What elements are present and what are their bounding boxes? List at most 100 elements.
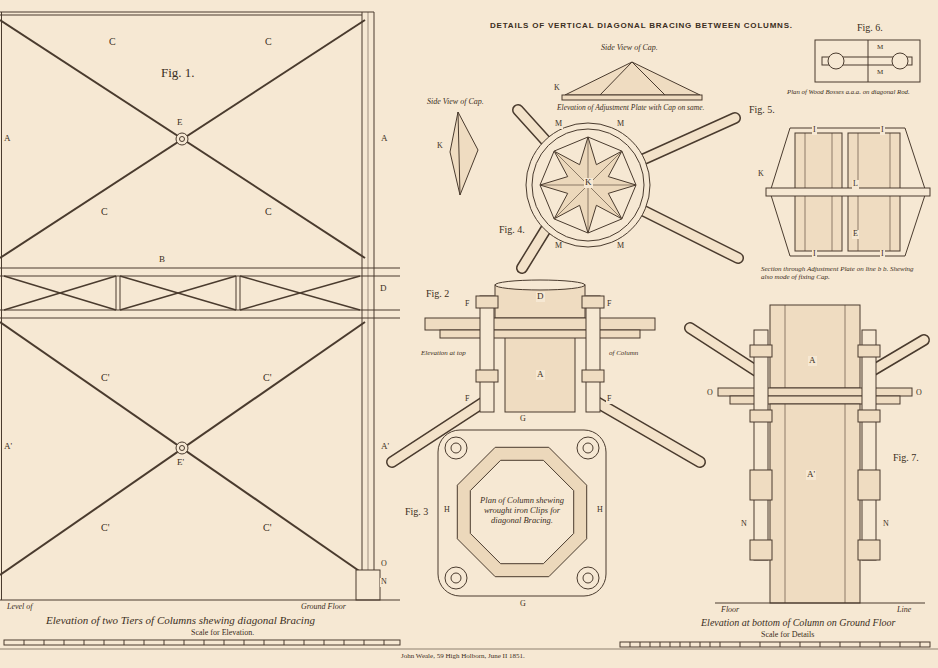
drawing-stroke [815,40,920,82]
drawing-stroke [120,276,121,310]
drawing-stroke [892,53,908,69]
part-label: Scale for Details [760,631,815,640]
part-label: F [606,395,612,404]
part-label: N [740,520,748,529]
part-label: Ground Floor [300,603,347,612]
drawing-stroke [828,53,844,69]
part-label: E' [176,458,185,468]
part-label: A' [380,442,390,452]
drawing-stroke [718,388,912,396]
drawing-stroke [620,642,930,647]
drawing-stroke [858,410,880,422]
part-label: Elevation of two Tiers of Columns shewin… [45,614,316,626]
drawing-stroke [518,110,738,268]
drawing-stroke [858,470,880,500]
drawing-stroke [236,276,237,310]
part-label: H [443,506,451,515]
drawing-stroke [750,470,772,500]
drawing-stroke [770,305,860,388]
part-label: Level of [6,603,34,612]
part-label: I [880,250,885,259]
part-label: A [808,356,817,366]
drawing-stroke [750,410,772,422]
part-label: A [3,134,12,144]
drawing-stroke [0,310,400,311]
drawing-stroke [0,268,400,269]
part-label: D [379,284,388,294]
drawing-stroke [176,133,188,145]
part-label: M [616,242,625,251]
part-label: M [616,120,625,129]
part-label: C' [262,372,272,383]
part-label: C [108,36,117,47]
part-label: K [757,170,765,179]
drawing-stroke [754,330,768,560]
sheet-title: DETAILS OF VERTICAL DIAGONAL BRACING BET… [490,22,793,31]
part-label: H [596,506,604,515]
drawing-stroke [582,296,604,308]
drawing-stroke [476,296,498,308]
part-label: Fig. 5. [748,104,776,115]
drawing-stroke [644,211,738,258]
part-label: M [554,120,563,129]
drawing-stroke [600,62,632,95]
part-label: Elevation at top [420,350,467,358]
part-label: N [380,578,388,587]
drawing-stroke [540,137,636,233]
drawing-stroke [785,404,845,603]
part-label: G [519,415,527,424]
part-label: Fig. 3 [404,506,429,517]
drawing-stroke [644,211,738,258]
drawing-stroke [785,305,845,388]
drawing-stroke [518,110,546,141]
drawing-stroke [180,446,185,451]
part-label: F [464,300,470,309]
drawing-stroke [644,118,735,159]
drawing-stroke [565,62,700,95]
drawing-stroke [445,567,467,589]
drawing-stroke [868,40,869,82]
part-label: D [536,292,545,302]
drawing-stroke [120,276,236,310]
part-label: Side View of Cap. [426,98,485,107]
part-label: Elevation of Adjustment Plate with Cap o… [556,104,705,112]
drawing-stroke [450,112,478,195]
drawing-stroke [858,345,880,357]
part-label: Scale for Elevation. [190,629,255,638]
part-label: Fig. 7. [892,452,920,463]
part-label: O [915,389,923,398]
drawing-stroke [715,603,925,604]
drawing-stroke [0,20,365,258]
drawing-stroke [540,137,636,233]
drawing-stroke [425,318,655,330]
drawing-stroke [770,404,860,603]
drawing-stroke [362,12,363,600]
part-label: A' [806,470,816,480]
part-label: K [553,84,561,93]
part-label: C [264,206,273,217]
part-label: Floor [720,606,740,615]
part-label: A' [3,442,13,452]
part-label: C' [262,522,272,533]
drawing-stroke [458,112,460,195]
part-label: Plan of Wood Bosses a.a.a. on diagonal R… [786,88,911,95]
part-label: I [812,126,817,135]
part-label: I [880,126,885,135]
drawing-stroke [562,95,702,100]
drawing-stroke [116,276,117,310]
part-label: C [264,36,273,47]
plan-note: Plan of Column shewing wrought iron Clip… [476,496,568,525]
part-label: M [876,44,884,52]
drawing-stroke [438,430,606,596]
drawing-stroke [593,400,700,462]
drawing-stroke [240,276,241,310]
drawing-stroke [750,345,772,357]
drawing-stroke [577,567,599,589]
part-label: M [876,69,884,77]
drawing-stroke [120,276,236,310]
drawing-stroke [0,600,400,601]
drawing-stroke [356,570,380,600]
part-label: E [176,118,184,128]
drawing-stroke [750,540,772,560]
drawing-stroke [440,330,640,338]
